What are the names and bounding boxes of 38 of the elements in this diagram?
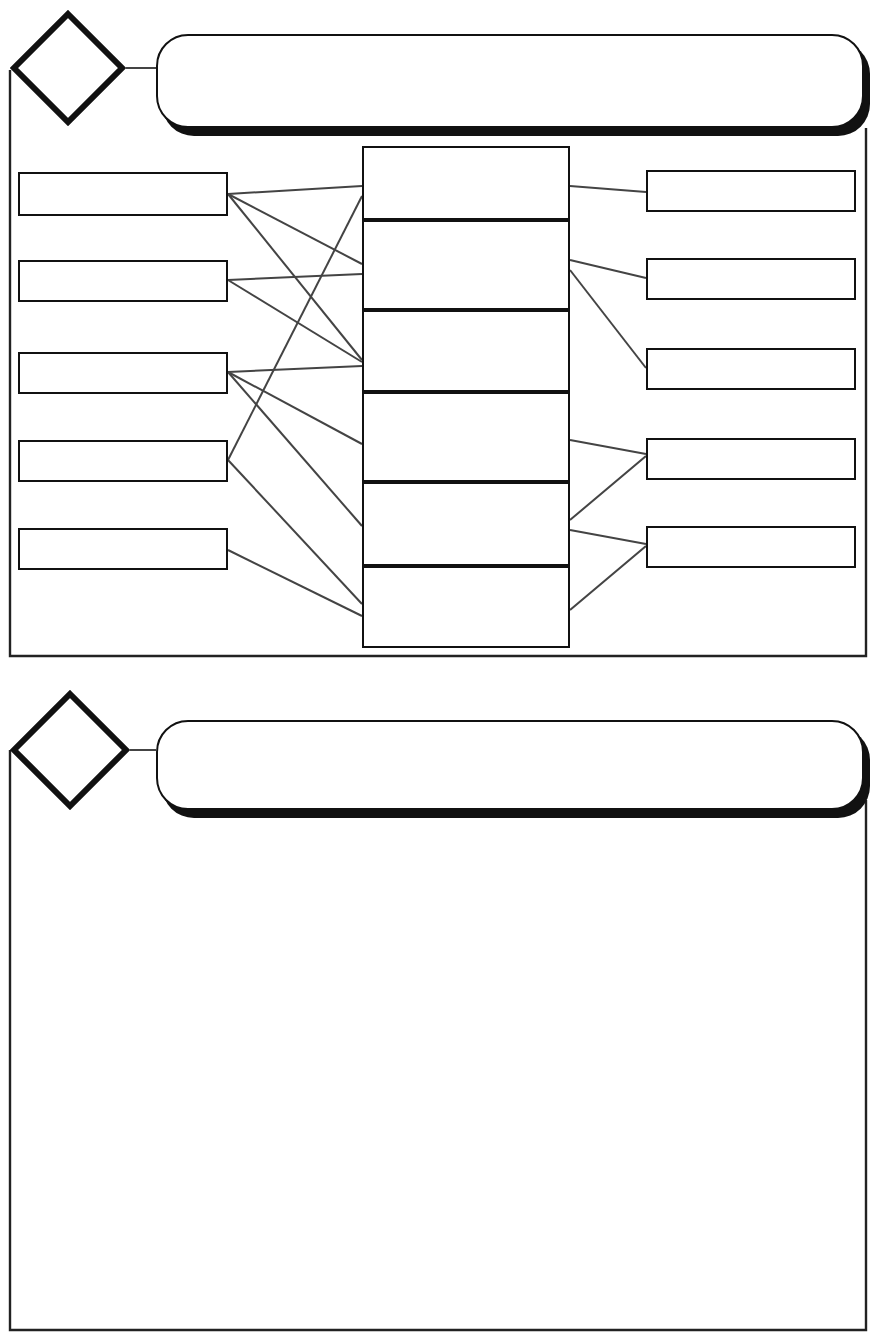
connector-line bbox=[227, 279, 363, 363]
connector-line bbox=[227, 459, 363, 605]
column-cell bbox=[362, 566, 570, 649]
blank-box bbox=[18, 260, 228, 302]
blank-box bbox=[646, 170, 856, 212]
connector-line bbox=[569, 259, 647, 279]
blank-box bbox=[18, 528, 228, 570]
connector-line bbox=[227, 193, 363, 265]
connector-line bbox=[569, 455, 647, 521]
connector-line bbox=[569, 185, 647, 193]
connector-line bbox=[227, 371, 363, 445]
blank-box bbox=[646, 526, 856, 568]
blank-box bbox=[18, 352, 228, 394]
column-cell bbox=[362, 482, 570, 567]
connector-line bbox=[227, 185, 363, 195]
connector-line bbox=[125, 67, 157, 69]
blank-box bbox=[646, 348, 856, 390]
column-cell bbox=[362, 392, 570, 483]
column-cell bbox=[362, 310, 570, 393]
blank-box bbox=[18, 172, 228, 216]
connector-line bbox=[129, 749, 157, 751]
connector-line bbox=[569, 545, 647, 611]
diamond-shape bbox=[10, 10, 126, 126]
blank-box bbox=[646, 438, 856, 480]
connector-line bbox=[569, 439, 647, 455]
connector-line bbox=[569, 529, 647, 545]
connector-line bbox=[227, 193, 363, 361]
column-cell bbox=[362, 220, 570, 311]
diamond-shape bbox=[10, 690, 130, 810]
connector-line bbox=[227, 371, 363, 527]
connector-line bbox=[227, 195, 363, 461]
blank-box bbox=[18, 440, 228, 482]
connector-line bbox=[569, 269, 647, 369]
column-cell bbox=[362, 146, 570, 221]
blank-box bbox=[646, 258, 856, 300]
connector-line bbox=[227, 549, 363, 617]
connector-line bbox=[227, 365, 363, 373]
connector-line bbox=[227, 273, 363, 281]
